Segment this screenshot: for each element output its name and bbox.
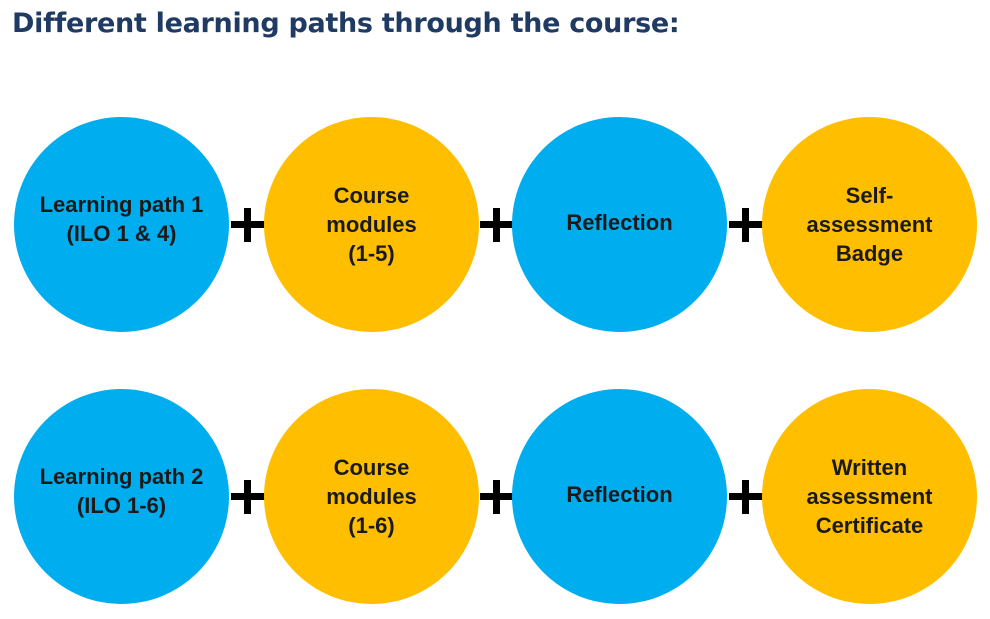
self-assessment-badge-label: Self- assessment Badge — [806, 183, 933, 266]
reflection-label: Reflection — [566, 482, 673, 507]
reflection-circle: Reflection — [512, 117, 727, 332]
written-assessment-certificate-circle: Written assessment Certificate — [762, 389, 977, 604]
course-modules-circle: Course modules (1-5) — [264, 117, 479, 332]
reflection-label: Reflection — [566, 210, 673, 235]
reflection-circle: Reflection — [512, 389, 727, 604]
learning-path-1-row: Learning path 1 (ILO 1 & 4) Course modul… — [0, 117, 990, 333]
learning-path-1-label: Learning path 1 (ILO 1 & 4) — [39, 191, 204, 246]
plus-icon — [480, 208, 514, 242]
page-title: Different learning paths through the cou… — [12, 8, 680, 39]
plus-icon — [480, 480, 514, 514]
self-assessment-badge-circle: Self- assessment Badge — [762, 117, 977, 332]
plus-icon — [729, 208, 763, 242]
plus-icon — [231, 480, 265, 514]
plus-icon — [729, 480, 763, 514]
learning-path-2-label: Learning path 2 (ILO 1-6) — [39, 463, 204, 518]
course-modules-circle: Course modules (1-6) — [264, 389, 479, 604]
learning-path-2-circle: Learning path 2 (ILO 1-6) — [14, 389, 229, 604]
course-modules-label: Course modules (1-6) — [326, 455, 417, 538]
learning-path-1-circle: Learning path 1 (ILO 1 & 4) — [14, 117, 229, 332]
learning-path-2-row: Learning path 2 (ILO 1-6) Course modules… — [0, 389, 990, 605]
course-modules-label: Course modules (1-5) — [326, 183, 417, 266]
written-assessment-certificate-label: Written assessment Certificate — [806, 455, 933, 538]
plus-icon — [231, 208, 265, 242]
